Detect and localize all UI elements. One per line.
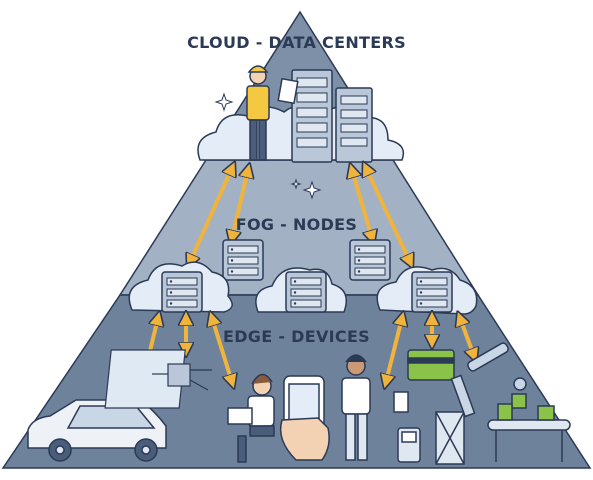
edge-tier-label: EDGE - DEVICES (223, 327, 370, 346)
terminal-kiosk-device (397, 427, 421, 463)
woman-with-laptop-figure (227, 373, 275, 463)
fog-node-server-left (222, 239, 264, 281)
robotic-arm-device (435, 342, 527, 465)
man-with-tablet-figure (341, 354, 409, 461)
fog-node-server-cloud-left (161, 271, 203, 313)
smartphone-in-hand-device (279, 375, 330, 461)
credit-card-device (407, 349, 455, 381)
sparkle-decoration (214, 92, 322, 200)
fog-node-server-cloud-right (411, 271, 453, 313)
fog-tier-label: FOG - NODES (235, 215, 358, 234)
cloud-tier-label: CLOUD - DATA CENTERS (187, 33, 406, 52)
fog-node-server-cloud-center (285, 271, 327, 313)
cloud-fog-arrows (190, 168, 410, 262)
car-device (27, 399, 167, 462)
circuit-board-device (104, 349, 212, 409)
fog-node-server-right (349, 239, 391, 281)
conveyor-belt-device (487, 403, 571, 462)
datacenter-server-rack-left (291, 69, 333, 163)
datacenter-worker-figure (246, 65, 299, 161)
datacenter-server-rack-right (335, 87, 373, 163)
